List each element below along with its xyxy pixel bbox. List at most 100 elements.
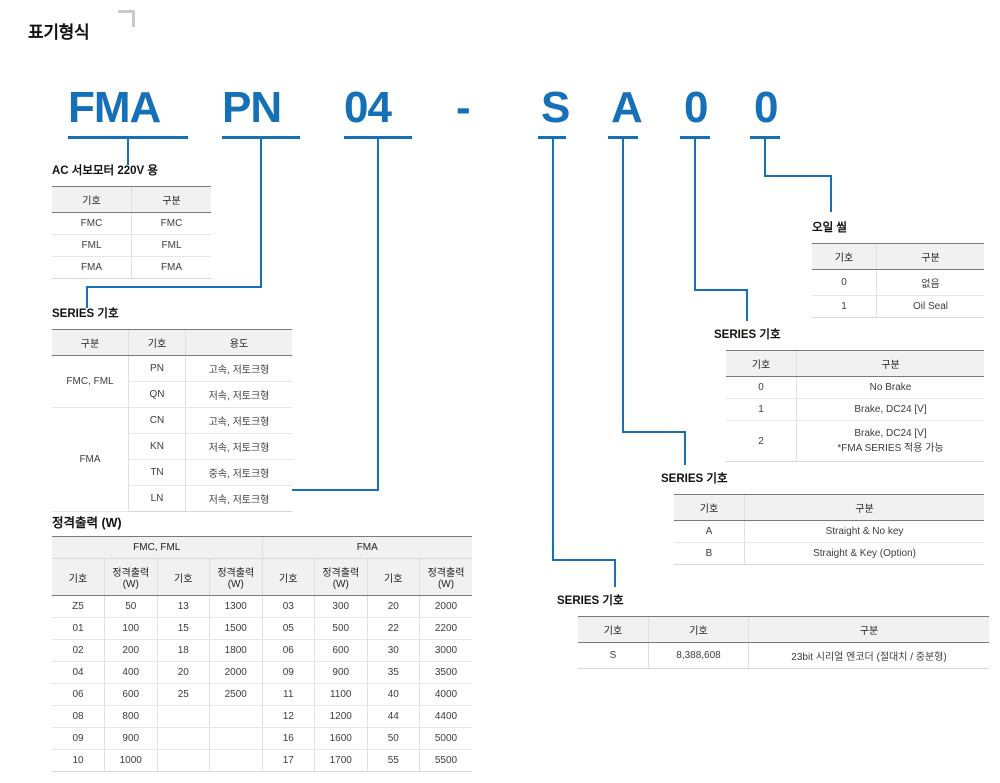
cell: Brake, DC24 [V] [796, 398, 984, 421]
cell [209, 705, 262, 728]
col-header: 기호 [726, 350, 797, 377]
code-segment-series-prefix: FMA [68, 83, 161, 132]
cell: 20 [366, 595, 420, 618]
cell: Oil Seal [876, 295, 984, 318]
col-header: 기호 [578, 616, 649, 643]
cell: 06 [261, 639, 315, 662]
cell: 13 [156, 595, 210, 618]
section-label-series-symbol: SERIES 기호 [52, 308, 119, 320]
cell: 2200 [419, 617, 472, 640]
table-row: FMC, FML PN 고속, 저토크형 [52, 355, 292, 408]
table-row: 1 Brake, DC24 [V] [726, 398, 984, 421]
cell: 1200 [314, 705, 367, 728]
table-row: FMA CN 고속, 저토크형 [52, 407, 292, 512]
cell: 2000 [419, 595, 472, 618]
cell: 40 [366, 683, 420, 706]
leader-line-encoder-v2 [614, 559, 616, 587]
col-header: 기호 [812, 243, 877, 270]
cell: FMC [131, 212, 211, 235]
cell: 2500 [209, 683, 262, 706]
col-header: 구분 [876, 243, 984, 270]
col-header: 구분 [744, 494, 984, 521]
cell: 18 [156, 639, 210, 662]
cell [156, 749, 210, 772]
cell: FMA [52, 256, 132, 279]
cell: 09 [52, 727, 105, 750]
cell: 고속, 저토크형 [185, 407, 292, 434]
col-header: 기호 [648, 616, 749, 643]
leader-line-oil-seal-h [764, 175, 832, 177]
cell: 1600 [314, 727, 367, 750]
table-row: LN 저속, 저토크형 [52, 485, 292, 512]
cell: B [674, 542, 745, 565]
table-encoder: 기호 기호 구분 S 8,388,608 23bit 시리얼 엔코더 (절대치 … [578, 616, 989, 669]
cell: 01 [52, 617, 105, 640]
leader-line-shaft-v1 [622, 138, 624, 431]
cell: 50 [366, 727, 420, 750]
cell: 저속, 저토크형 [185, 485, 292, 512]
section-label-oil-seal: 오일 씰 [812, 222, 847, 234]
cell: CN [128, 407, 186, 434]
table-row: TN 중속, 저토크형 [52, 459, 292, 486]
col-header: 구분 [52, 329, 129, 356]
col-header: 기호 [128, 329, 186, 356]
cell: 06 [52, 683, 105, 706]
table-row: QN 저속, 저토크형 [52, 381, 292, 408]
table-row: 0 No Brake [726, 376, 984, 399]
leader-line-series-prefix [127, 138, 129, 165]
cell: 500 [314, 617, 367, 640]
cell: 3500 [419, 661, 472, 684]
cell-line-2: *FMA SERIES 적용 가능 [837, 443, 944, 454]
cell [209, 749, 262, 772]
col-header: 기호 [52, 558, 105, 596]
table-rated-power: FMC, FML FMA 기호 정격출력(W) 기호 정격출력(W) 기호 정격… [52, 536, 472, 772]
col-header: 기호 [674, 494, 745, 521]
col-header: 정격출력(W) [314, 558, 367, 596]
section-label-shaft: SERIES 기호 [661, 473, 728, 485]
cell: 저속, 저토크형 [185, 381, 292, 408]
group-header: FMA [261, 536, 472, 559]
col-header: 구분 [131, 186, 211, 213]
cell: 고속, 저토크형 [185, 355, 292, 382]
col-header: 정격출력(W) [104, 558, 157, 596]
cell: 900 [314, 661, 367, 684]
section-label-rated-power: 정격출력 (W) [52, 516, 122, 530]
cell: FML [131, 234, 211, 257]
col-header: 기호 [52, 186, 132, 213]
cell: 5500 [419, 749, 472, 772]
cell: 09 [261, 661, 315, 684]
cell: No Brake [796, 376, 984, 399]
page-title: 표기형식 [28, 23, 90, 42]
leader-line-rated-power-v1 [377, 138, 379, 489]
group-header: FMC, FML [52, 536, 262, 559]
cell: 8,388,608 [648, 642, 749, 669]
table-brake: 기호 구분 0 No Brake 1 Brake, DC24 [V] 2 Bra… [726, 350, 984, 462]
code-underline-shaft [608, 136, 638, 139]
cell: 30 [366, 639, 420, 662]
cell: 800 [104, 705, 157, 728]
cell-line-1: Brake, DC24 [V] [854, 428, 927, 439]
cell: 04 [52, 661, 105, 684]
code-underline-encoder [538, 136, 566, 139]
table-row: 2 Brake, DC24 [V] *FMA SERIES 적용 가능 [726, 420, 984, 462]
leader-line-brake-v2 [746, 289, 748, 321]
cell: 300 [314, 595, 367, 618]
cell: 44 [366, 705, 420, 728]
section-label-encoder: SERIES 기호 [557, 595, 624, 607]
col-header: 구분 [748, 616, 989, 643]
cell: 1700 [314, 749, 367, 772]
cell: FMA [131, 256, 211, 279]
cell: 15 [156, 617, 210, 640]
cell: 08 [52, 705, 105, 728]
code-segment-dash: - [456, 83, 471, 132]
cell: 200 [104, 639, 157, 662]
